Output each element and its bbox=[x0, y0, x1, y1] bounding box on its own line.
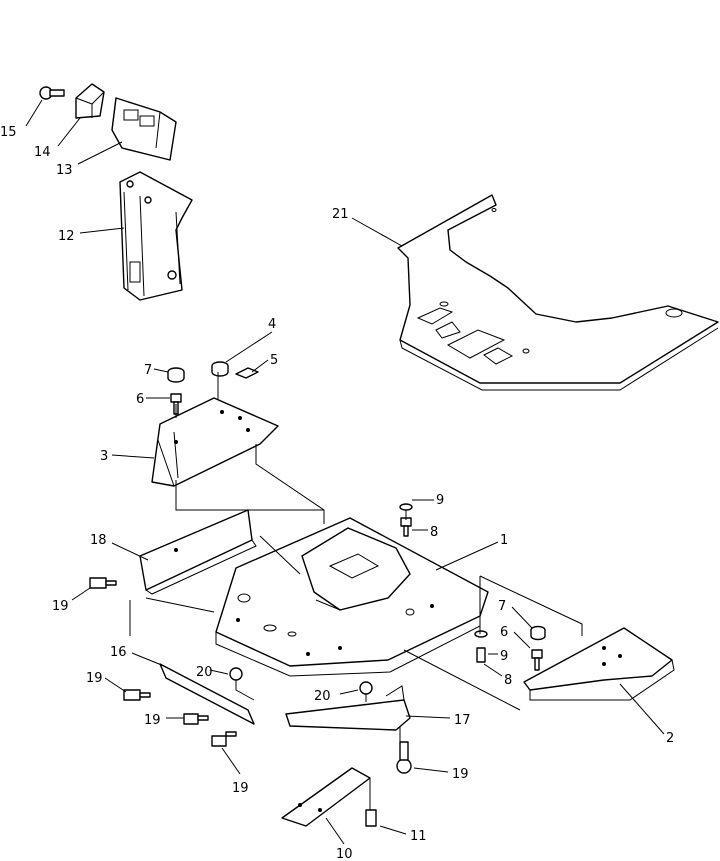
part-19-bolt-c bbox=[183, 713, 209, 725]
part-19-bolt-d bbox=[211, 731, 237, 747]
callout-15: 15 bbox=[0, 125, 17, 140]
part-7-nut-left bbox=[167, 367, 185, 383]
callout-9-right: 9 bbox=[500, 649, 508, 664]
part-6-bolt-right bbox=[531, 649, 543, 671]
callout-labels: 15 14 13 12 21 4 5 7 6 3 9 8 1 18 19 7 6… bbox=[0, 125, 674, 861]
callout-1: 1 bbox=[500, 533, 508, 548]
part-4-cap bbox=[211, 361, 229, 377]
part-8-bolt-right bbox=[476, 647, 486, 663]
callout-6-left: 6 bbox=[136, 392, 144, 407]
callout-19-d: 19 bbox=[232, 781, 249, 796]
part-14-bracket bbox=[75, 83, 105, 119]
part-1-frame bbox=[215, 517, 489, 677]
callout-21: 21 bbox=[332, 207, 349, 222]
part-16-bracket bbox=[159, 663, 255, 725]
part-19-bolt-a bbox=[89, 577, 117, 589]
part-20-nut-left bbox=[229, 667, 243, 681]
part-19-bolt-b bbox=[123, 689, 151, 701]
part-15-bolt bbox=[39, 86, 65, 100]
callout-6-right: 6 bbox=[500, 625, 508, 640]
callout-12: 12 bbox=[58, 229, 75, 244]
callout-8-top: 8 bbox=[430, 525, 438, 540]
callout-5: 5 bbox=[270, 353, 278, 368]
part-11-bolt bbox=[365, 809, 377, 827]
callout-4: 4 bbox=[268, 317, 276, 332]
callout-8-right: 8 bbox=[504, 673, 512, 688]
part-13-cover bbox=[111, 97, 177, 161]
assembly-guide-lines bbox=[129, 372, 583, 810]
callout-3: 3 bbox=[100, 449, 108, 464]
part-19-bolt-e bbox=[396, 741, 412, 774]
callout-17: 17 bbox=[454, 713, 471, 728]
part-2-bracket bbox=[523, 627, 675, 701]
callout-11-label: 11 bbox=[410, 829, 427, 844]
part-18-plate bbox=[139, 509, 257, 595]
callout-19-a: 19 bbox=[52, 599, 69, 614]
part-9-washer-right bbox=[474, 630, 488, 638]
part-8-bolt-top bbox=[400, 517, 412, 537]
callout-7-left: 7 bbox=[144, 363, 152, 378]
part-17-guard bbox=[285, 685, 411, 731]
part-3-bracket bbox=[151, 397, 279, 487]
part-7-nut-right bbox=[530, 625, 546, 641]
callout-20-left: 20 bbox=[196, 665, 213, 680]
callout-7-right: 7 bbox=[498, 599, 506, 614]
callout-18: 18 bbox=[90, 533, 107, 548]
leader-lines bbox=[25, 99, 665, 845]
callout-19-b: 19 bbox=[86, 671, 103, 686]
callout-16: 16 bbox=[110, 645, 127, 660]
callout-9-top-label: 9 bbox=[436, 493, 444, 508]
part-20-nut-right bbox=[359, 681, 373, 695]
callout-20-right: 20 bbox=[314, 689, 331, 704]
part-21-floor-plate bbox=[397, 194, 719, 391]
callout-2: 2 bbox=[666, 731, 674, 746]
part-12-stand bbox=[119, 171, 193, 301]
callout-10-label: 10 bbox=[336, 847, 353, 861]
callout-14: 14 bbox=[34, 145, 51, 160]
callout-19-e: 19 bbox=[452, 767, 469, 782]
callout-19-c: 19 bbox=[144, 713, 161, 728]
part-5-pad bbox=[235, 367, 259, 379]
part-10-plate bbox=[281, 767, 371, 827]
callout-13: 13 bbox=[56, 163, 73, 178]
part-9-washer-top bbox=[399, 503, 413, 511]
